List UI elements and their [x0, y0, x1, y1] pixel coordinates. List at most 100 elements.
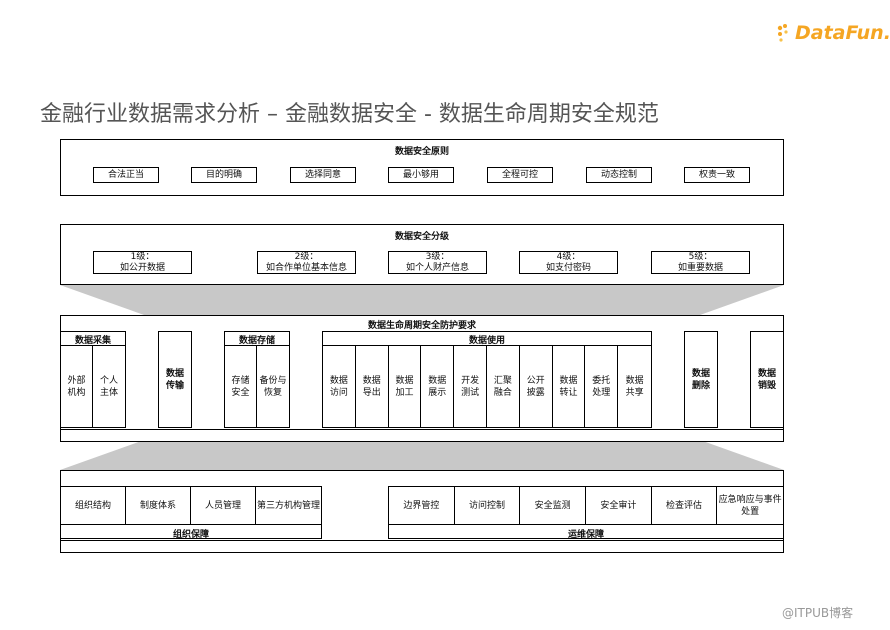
- usage-cell-line: 公开: [526, 375, 545, 386]
- ops-guarantee-group: 边界管控访问控制安全监测安全审计检查评估应急响应与事件处置 运维保障: [388, 486, 784, 540]
- ops-cell: 边界管控: [389, 487, 455, 525]
- destroy-box: 数据 销毁: [750, 331, 784, 428]
- storage-cell-line: 备份与: [259, 375, 287, 386]
- principle-item: 动态控制: [586, 167, 652, 183]
- usage-cell-line: 共享: [625, 387, 644, 398]
- grade-desc: 如公开数据: [119, 262, 165, 273]
- grade-level: 1级：: [130, 251, 155, 262]
- ops-cell-text: 安全审计: [600, 501, 637, 511]
- destroy-line-2: 销毁: [757, 380, 776, 391]
- ops-cell-line: 应急响应与事件: [718, 495, 782, 505]
- usage-cell: 汇聚融合: [487, 346, 520, 427]
- usage-cell-line: 数据: [329, 375, 348, 386]
- ops-cell-text: 边界管控: [403, 501, 440, 511]
- datafun-logo-icon: [777, 24, 788, 42]
- storage-group: 数据存储 存储安全备份与恢复: [224, 331, 290, 428]
- usage-cell-line: 转让: [559, 387, 578, 398]
- usage-cell: 数据访问: [323, 346, 356, 427]
- delete-line-2: 删除: [691, 380, 710, 391]
- collect-cell: 个人主体: [93, 346, 125, 427]
- usage-cell-line: 数据: [362, 375, 381, 386]
- collect-cell: 外部机构: [61, 346, 93, 427]
- usage-cell-line: 披露: [526, 387, 545, 398]
- principle-item: 权责一致: [684, 167, 750, 183]
- grade-item: 2级：如合作单位基本信息: [257, 251, 356, 274]
- collect-cell-line: 个人: [99, 375, 118, 386]
- collect-cell-line: 主体: [99, 387, 118, 398]
- grade-desc: 如重要数据: [677, 262, 723, 273]
- ops-cell-text: 安全监测: [534, 501, 571, 511]
- collect-heading: 数据采集: [61, 333, 125, 346]
- usage-cell-line: 数据: [625, 375, 644, 386]
- guarantee-divider: [61, 540, 783, 541]
- usage-cell-line: 委托: [592, 375, 611, 386]
- lifecycle-heading: 数据生命周期安全防护要求: [367, 321, 476, 331]
- grade-item: 4级：如支付密码: [519, 251, 618, 274]
- ops-cell: 安全监测: [520, 487, 586, 525]
- storage-heading: 数据存储: [225, 333, 289, 346]
- principle-item: 全程可控: [487, 167, 553, 183]
- usage-cell: 公开披露: [520, 346, 553, 427]
- usage-cell-line: 导出: [362, 387, 381, 398]
- ops-cell-text: 访问控制: [468, 501, 505, 511]
- usage-cell-line: 数据: [559, 375, 578, 386]
- usage-cell: 数据转让: [553, 346, 586, 427]
- principles-heading: 数据安全原则: [394, 147, 449, 157]
- storage-cell-line: 恢复: [263, 387, 282, 398]
- transfer-line-1: 数据: [165, 368, 184, 379]
- usage-cell: 数据展示: [421, 346, 455, 427]
- grade-level: 3级：: [425, 251, 450, 262]
- principle-item: 最小够用: [388, 167, 454, 183]
- grade-level: 4级：: [556, 251, 581, 262]
- org-cell-text: 第三方机构管理: [256, 501, 320, 511]
- org-cell: 制度体系: [126, 487, 191, 525]
- grade-item: 1级：如公开数据: [93, 251, 192, 274]
- ops-cell-line: 处置: [741, 507, 760, 517]
- storage-cell-line: 存储: [231, 375, 250, 386]
- usage-cell-line: 展示: [428, 387, 447, 398]
- org-cell-text: 组织结构: [74, 501, 111, 511]
- grade-desc: 如个人财产信息: [405, 262, 469, 273]
- watermark: @ITPUB博客: [782, 606, 854, 620]
- usage-cell-line: 加工: [395, 387, 414, 398]
- principle-item: 合法正当: [93, 167, 159, 183]
- usage-group: 数据使用 数据访问数据导出数据加工数据展示开发测试汇聚融合公开披露数据转让委托处…: [322, 331, 652, 428]
- ops-cell-text: 检查评估: [665, 501, 702, 511]
- grade-level: 5级：: [688, 251, 713, 262]
- usage-cell-line: 处理: [592, 387, 611, 398]
- destroy-line-1: 数据: [757, 368, 776, 379]
- grading-heading: 数据安全分级: [394, 232, 449, 242]
- usage-heading: 数据使用: [323, 333, 651, 346]
- transition-band-bottom: [60, 440, 784, 470]
- org-cell: 人员管理: [191, 487, 256, 525]
- ops-cell: 访问控制: [455, 487, 521, 525]
- grade-item: 5级：如重要数据: [651, 251, 750, 274]
- principle-item: 目的明确: [191, 167, 257, 183]
- delete-line-1: 数据: [691, 368, 710, 379]
- delete-box: 数据 删除: [684, 331, 718, 428]
- usage-cell: 数据加工: [389, 346, 422, 427]
- grading-section: 数据安全分级 1级：如公开数据 2级：如合作单位基本信息 3级：如个人财产信息 4级：…: [60, 224, 784, 285]
- principles-section: 数据安全原则 合法正当 目的明确 选择同意 最小够用 全程可控 动态控制 权责一致: [60, 139, 784, 196]
- storage-cell: 存储安全: [225, 346, 257, 427]
- collect-cell-line: 机构: [67, 387, 86, 398]
- usage-cell-line: 开发: [461, 375, 480, 386]
- principle-item: 选择同意: [290, 167, 356, 183]
- transfer-box: 数据 传输: [158, 331, 192, 428]
- usage-cell-line: 访问: [329, 387, 348, 398]
- usage-cell-line: 测试: [461, 387, 480, 398]
- grade-desc: 如支付密码: [545, 262, 591, 273]
- usage-cell: 开发测试: [454, 346, 487, 427]
- grade-level: 2级：: [294, 251, 319, 262]
- collect-group: 数据采集 外部机构个人主体: [60, 331, 126, 428]
- usage-cell: 数据导出: [356, 346, 389, 427]
- org-cell-text: 人员管理: [204, 501, 241, 511]
- usage-cell: 数据共享: [618, 346, 651, 427]
- lifecycle-divider: [61, 429, 783, 430]
- transfer-line-2: 传输: [165, 380, 184, 391]
- transition-band-top: [60, 285, 784, 315]
- page-title: 金融行业数据需求分析 – 金融数据安全 - 数据生命周期安全规范: [40, 102, 659, 127]
- org-cell: 组织结构: [61, 487, 126, 525]
- storage-cell: 备份与恢复: [257, 346, 289, 427]
- org-cell: 第三方机构管理: [256, 487, 321, 525]
